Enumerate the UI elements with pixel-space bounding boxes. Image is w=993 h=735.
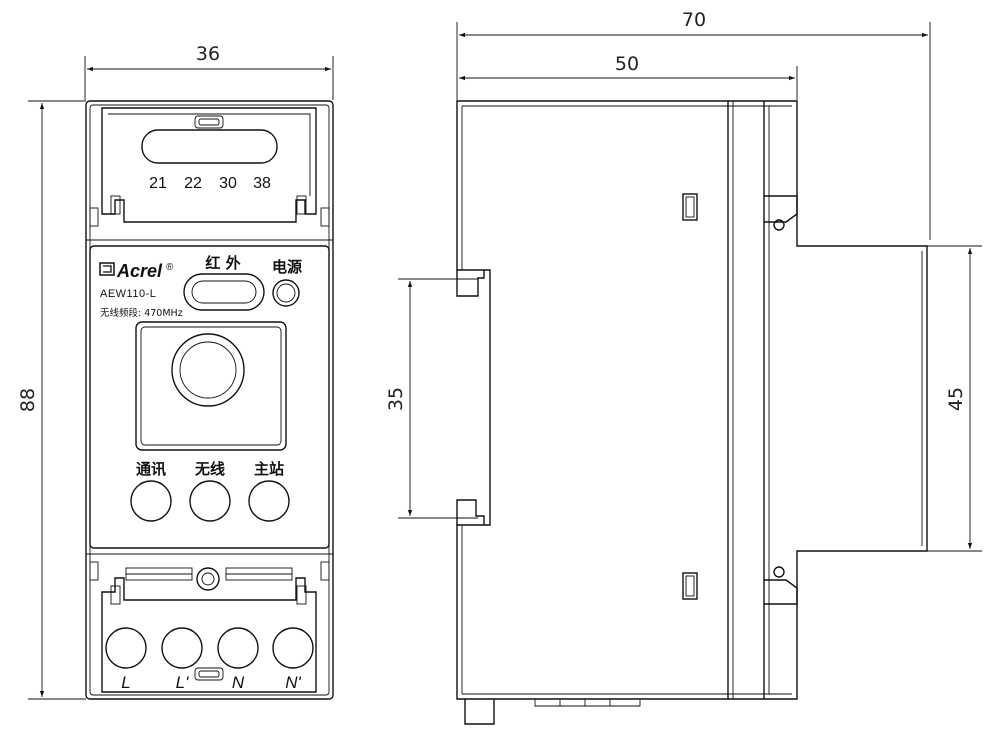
din-clip-bottom [456,499,485,525]
terminal-number: 22 [184,175,202,192]
terminal-label-l-out: L' [176,673,189,692]
led-label-comm: 通讯 [136,460,166,478]
seal-slot [225,573,293,581]
terminal-hole-n [217,627,259,669]
side-housing [456,100,928,700]
side-clip [320,561,330,581]
terminal-label-n-out: N' [285,673,301,692]
bottom-cover-latch-slot [198,670,220,678]
top-terminal-numbers: 21 22 30 38 [149,175,271,192]
top-cover-hinge [764,195,798,223]
bottom-terminal-cover [101,577,317,693]
terminal-hole-l-out [161,627,203,669]
model-number: AEW110-L [100,288,156,300]
top-cover-latch-slot [198,118,220,126]
width-dimension-label: 36 [196,43,220,65]
front-housing [85,100,334,700]
brand-registered-mark: ® [166,262,174,273]
infrared-label: 红 外 [205,254,240,272]
display-lens [171,333,245,407]
led-label-master: 主站 [254,460,284,478]
bottom-cover-hinge [764,579,798,605]
hinge-pin [773,566,785,578]
brand-name: Acrel [116,261,163,281]
clip-hook [110,195,121,215]
seal-slot [225,567,293,575]
display-window [135,321,287,451]
logo-mark-inner [103,265,112,273]
terminal-number: 38 [253,175,271,192]
side-view: 70 50 [385,9,982,725]
clip-hook [110,585,121,605]
hinge-pin [773,219,785,231]
front-panel [89,245,330,549]
body-width-dimension-label: 50 [615,53,639,75]
height-dimension-label: 88 [17,388,39,412]
seal-screw [196,567,220,591]
front-view: 36 88 21 22 30 38 Acre [17,43,334,700]
infrared-window [191,280,257,304]
power-indicator-inner [276,283,296,303]
power-label: 电源 [272,258,302,276]
seal-slot [125,567,193,575]
display-window-inner [140,326,282,446]
top-terminal-cover-edge [108,113,311,196]
infrared-port [183,273,265,311]
led-comm [130,480,172,522]
logo-mark [99,262,115,276]
side-clip [89,561,99,581]
brand-logo: Acrel ® [99,261,174,281]
mounting-foot [464,699,495,725]
led-master [248,480,290,522]
terminal-hole-l [105,627,147,669]
side-clip [320,207,330,227]
led-wireless [189,480,231,522]
side-slot [682,193,698,221]
bottom-ridge [534,699,641,707]
side-clip [89,207,99,227]
din-clip-top [456,270,485,297]
terminal-number: 30 [219,175,237,192]
step-dimension-label: 45 [945,387,967,411]
seal-screw-inner [201,572,215,586]
led-label-wireless: 无线 [194,460,225,478]
frequency-label: 无线频段: 470MHz [100,307,183,319]
power-indicator [272,279,300,307]
terminal-number: 21 [149,175,167,192]
display-lens-inner [179,341,237,399]
side-slot-inner [685,196,695,218]
top-terminal-window [141,129,278,164]
top-cover-latch [194,115,224,129]
rail-dimension-label: 35 [385,387,407,411]
overall-width-dimension-label: 70 [682,9,706,31]
terminal-label-n: N [232,673,245,692]
side-slot-inner [685,575,695,597]
clip-hook [296,585,307,605]
clip-hook [296,195,307,215]
side-slot [682,572,698,600]
front-housing-inner [89,104,330,696]
seal-slot [125,573,193,581]
terminal-label-l: L [121,673,130,692]
bottom-cover-latch [194,667,224,681]
terminal-hole-n-out [272,627,314,669]
